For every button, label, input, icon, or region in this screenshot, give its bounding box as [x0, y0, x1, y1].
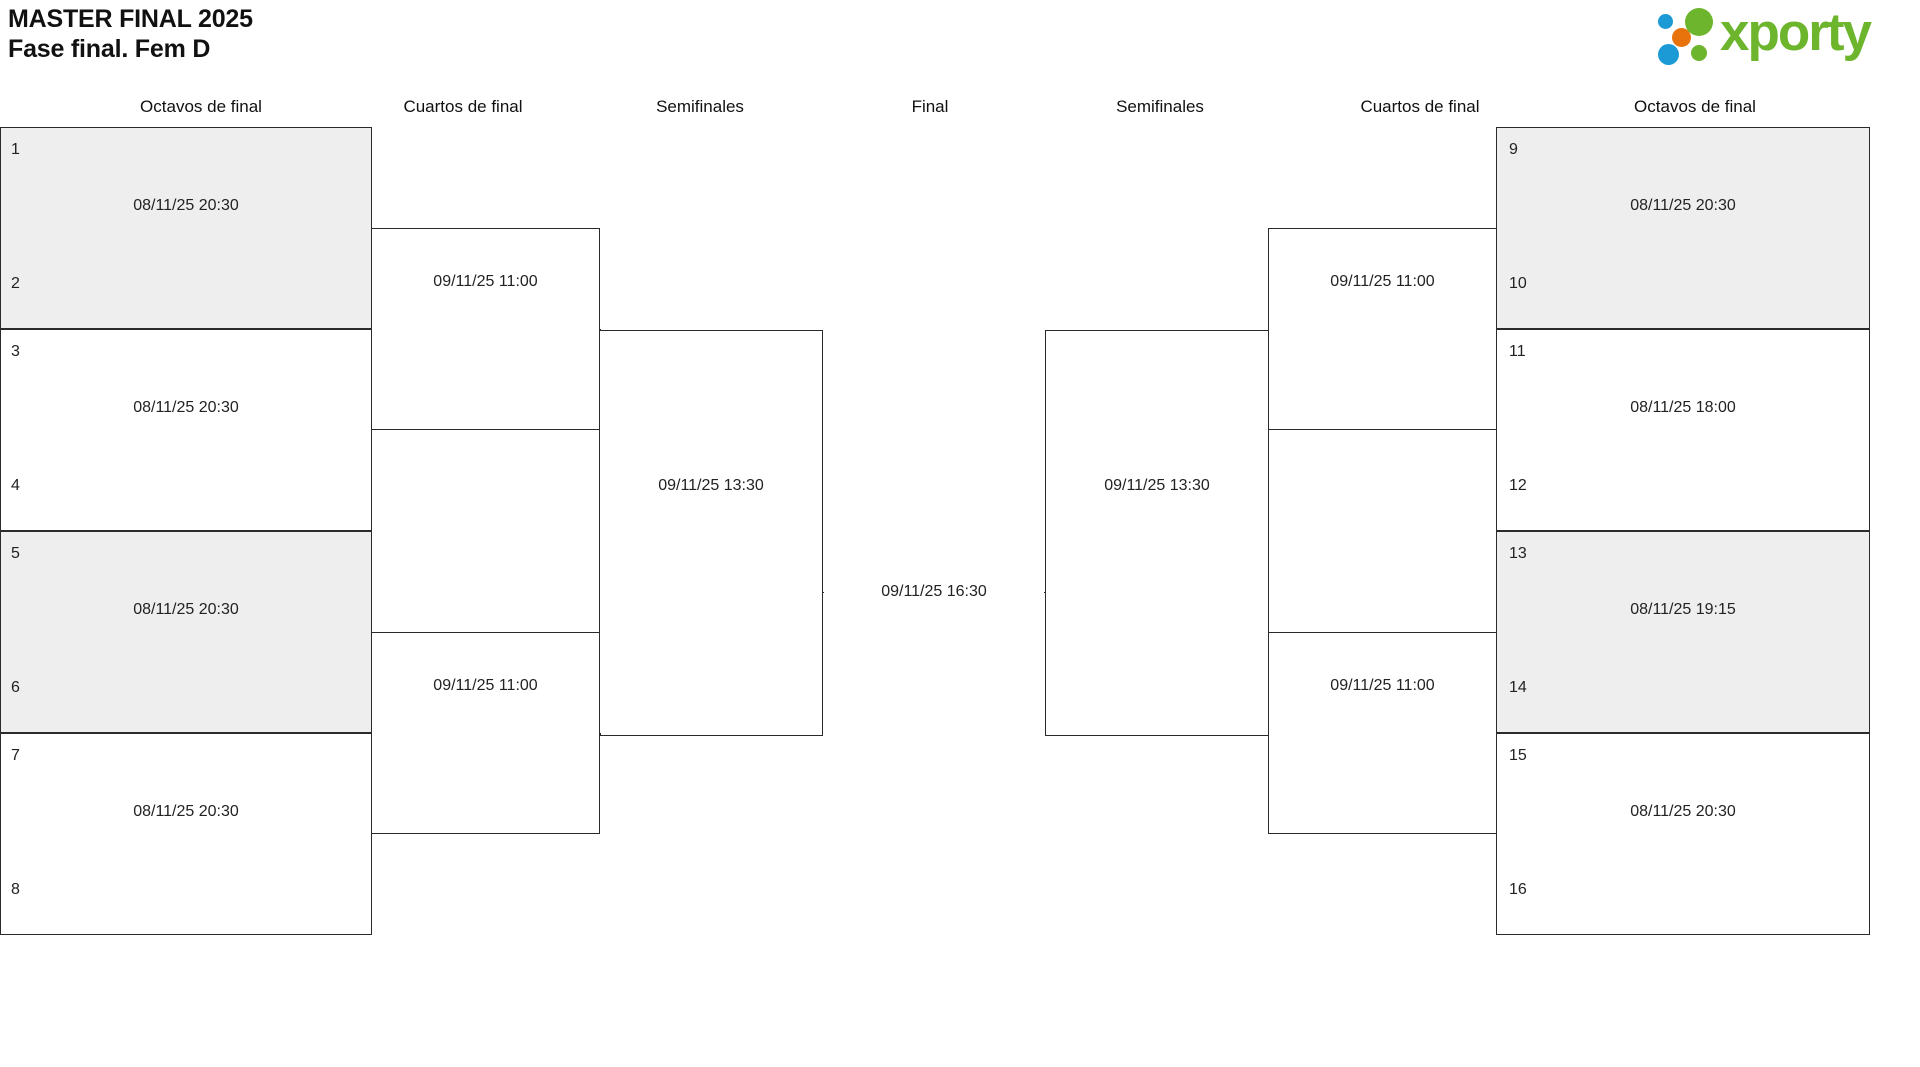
match-date: 09/11/25 11:00	[433, 273, 538, 290]
match-box-left-octavos-1[interactable]: 1 08/11/25 20:30 2	[0, 127, 372, 329]
round-header-right-cuartos: Cuartos de final	[1360, 97, 1480, 116]
match-box-right-octavos-1[interactable]: 9 08/11/25 20:30 10	[1496, 127, 1870, 329]
round-header-left-semifinales: Semifinales	[656, 97, 744, 116]
match-date: 09/11/25 11:00	[1330, 677, 1435, 694]
seed-number-top: 13	[1509, 545, 1527, 562]
seed-number-bottom: 12	[1509, 477, 1527, 494]
match-date: 09/11/25 16:30	[881, 583, 987, 600]
match-date: 08/11/25 20:30	[133, 601, 239, 618]
match-date: 08/11/25 20:30	[1630, 803, 1736, 820]
match-date: 08/11/25 20:30	[1630, 197, 1736, 214]
match-box-left-octavos-2[interactable]: 3 08/11/25 20:30 4	[0, 329, 372, 531]
match-box-left-octavos-3[interactable]: 5 08/11/25 20:30 6	[0, 531, 372, 733]
round-header-left-cuartos: Cuartos de final	[403, 97, 523, 116]
xporty-logo: xporty	[1658, 3, 1908, 66]
logo-wordmark: xporty	[1720, 3, 1872, 62]
round-header-left-octavos: Octavos de final	[140, 97, 262, 116]
match-box-right-octavos-4[interactable]: 15 08/11/25 20:30 16	[1496, 733, 1870, 935]
match-date: 08/11/25 19:15	[1630, 601, 1736, 618]
match-date: 09/11/25 13:30	[658, 477, 764, 494]
logo-dot-orange	[1672, 28, 1691, 47]
seed-number-top: 11	[1509, 343, 1526, 360]
logo-dot-green-small	[1691, 45, 1707, 61]
match-date: 09/11/25 11:00	[433, 677, 538, 694]
round-header-right-octavos: Octavos de final	[1634, 97, 1756, 116]
seed-number-bottom: 2	[11, 275, 20, 292]
match-box-right-semifinal-1[interactable]: 09/11/25 13:30	[1045, 330, 1269, 736]
match-box-right-octavos-2[interactable]: 11 08/11/25 18:00 12	[1496, 329, 1870, 531]
seed-number-top: 15	[1509, 747, 1527, 764]
logo-dots	[1658, 8, 1724, 65]
seed-number-bottom: 6	[11, 679, 20, 696]
match-date: 08/11/25 20:30	[133, 399, 239, 416]
page-title: MASTER FINAL 2025	[8, 5, 253, 33]
connector-left-semifinal-to-final	[822, 592, 824, 593]
round-header-right-semifinales: Semifinales	[1116, 97, 1204, 116]
seed-number-bottom: 8	[11, 881, 20, 898]
match-date: 08/11/25 18:00	[1630, 399, 1736, 416]
match-final[interactable]: 09/11/25 16:30	[823, 560, 1045, 626]
logo-dot-green-large	[1685, 8, 1713, 36]
match-box-right-cuartos-2[interactable]: 09/11/25 11:00	[1268, 632, 1497, 834]
seed-number-bottom: 4	[11, 477, 20, 494]
seed-number-bottom: 16	[1509, 881, 1527, 898]
connector-right-semifinal-to-final	[1044, 592, 1046, 593]
logo-dot-blue-large	[1658, 44, 1679, 65]
round-header-final: Final	[911, 97, 949, 116]
logo-dot-blue-small	[1658, 14, 1673, 29]
match-box-left-octavos-4[interactable]: 7 08/11/25 20:30 8	[0, 733, 372, 935]
match-date: 08/11/25 20:30	[133, 197, 239, 214]
seed-number-bottom: 14	[1509, 679, 1527, 696]
connector-left-cuartos-2-to-semifinal	[599, 733, 601, 735]
match-date: 08/11/25 20:30	[133, 803, 239, 820]
seed-number-top: 5	[11, 545, 20, 562]
match-date: 09/11/25 13:30	[1104, 477, 1210, 494]
match-box-left-semifinal-1[interactable]: 09/11/25 13:30	[599, 330, 823, 736]
seed-number-top: 9	[1509, 141, 1518, 158]
match-date: 09/11/25 11:00	[1330, 273, 1435, 290]
match-box-right-octavos-3[interactable]: 13 08/11/25 19:15 14	[1496, 531, 1870, 733]
seed-number-top: 7	[11, 747, 20, 764]
title-block: MASTER FINAL 2025 Fase final. Fem D	[8, 4, 253, 64]
seed-number-top: 1	[11, 141, 20, 158]
connector-left-cuartos-1-to-semifinal	[599, 329, 601, 331]
match-box-left-cuartos-1[interactable]: 09/11/25 11:00	[371, 228, 600, 430]
seed-number-bottom: 10	[1509, 275, 1527, 292]
match-box-left-cuartos-2[interactable]: 09/11/25 11:00	[371, 632, 600, 834]
page-header: MASTER FINAL 2025 Fase final. Fem D xpor…	[0, 0, 1920, 96]
phase-subtitle: Fase final. Fem D	[8, 35, 211, 63]
seed-number-top: 3	[11, 343, 20, 360]
match-box-right-cuartos-1[interactable]: 09/11/25 11:00	[1268, 228, 1497, 430]
